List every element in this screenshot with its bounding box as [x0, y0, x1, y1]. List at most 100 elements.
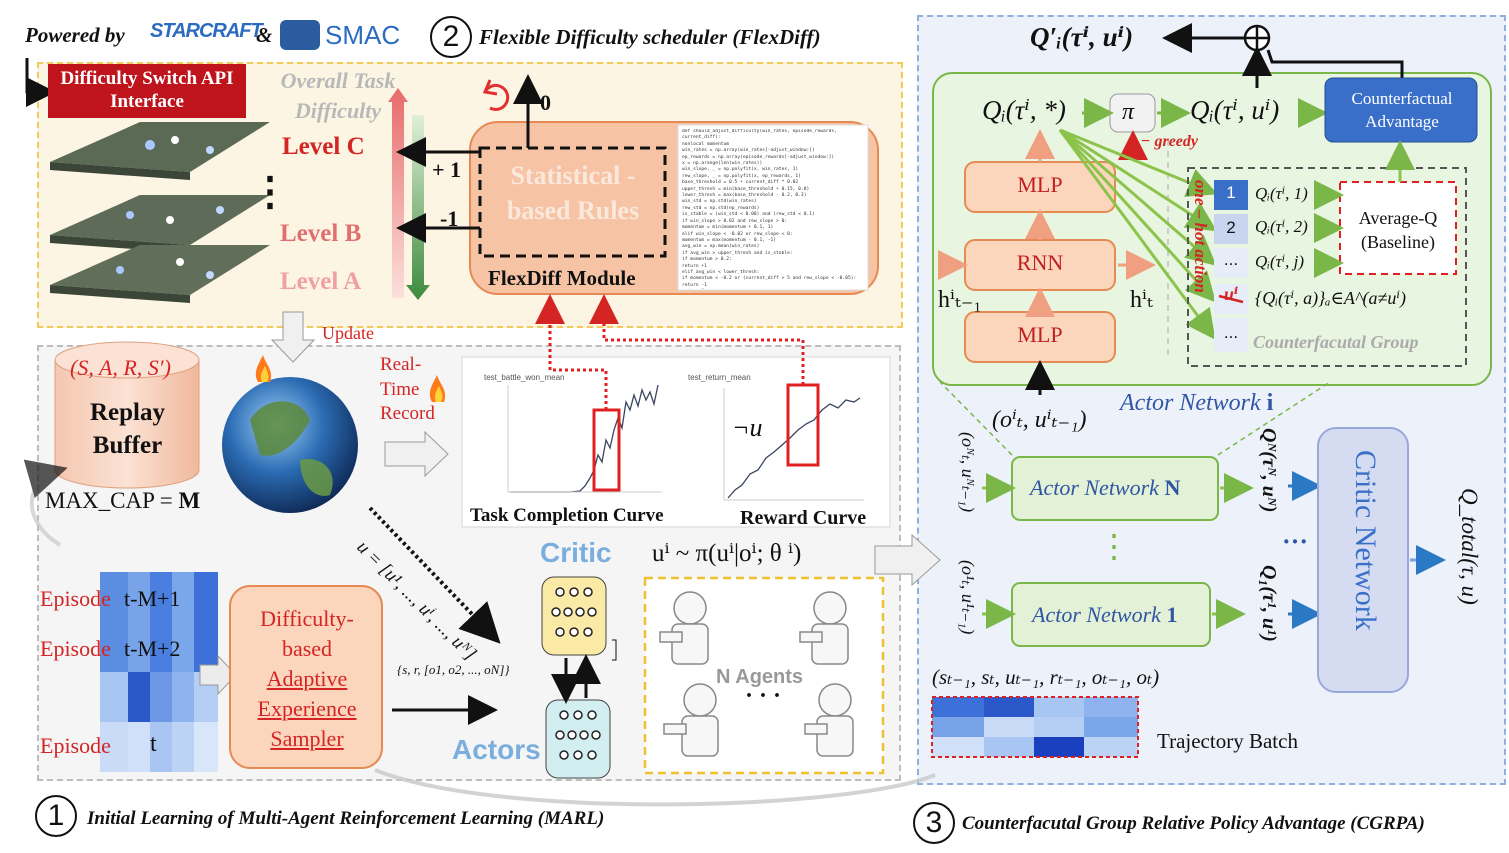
code-line: win_rates = np.array(win_rates[-adjust_w…	[682, 148, 815, 154]
q-action-set: {Qᵢ(τⁱ, a)}ₐ∈A^(a≠uⁱ)	[1255, 288, 1406, 308]
q-tau-star-label: Qᵢ(τⁱ, *)	[982, 95, 1066, 125]
code-title: def should_adjust_difficulty(win_rates, …	[682, 129, 837, 141]
action-index-u: uⁱ	[1223, 284, 1239, 304]
policy-label: uⁱ ~ π(uⁱ|oⁱ; θ ⁱ)	[652, 540, 802, 567]
obs-n-label: (oᴺₜ, uᴺₜ₋₁)	[958, 432, 978, 513]
rnn-box: RNN	[1016, 250, 1064, 275]
chart-1-title: test_battle_won_mean	[484, 373, 565, 382]
counterfactual-advantage-box: Counterfactual Advantage	[1351, 89, 1453, 131]
code-lines: nonlocal momentum win_rates = np.array(w…	[682, 142, 864, 289]
level-b-label: Level B	[280, 220, 362, 247]
actor-network-n-box: Actor Network N	[1030, 475, 1181, 500]
section-2-number: 2	[430, 16, 472, 58]
update-label: Update	[322, 323, 374, 343]
average-q-baseline-box: Average-Q (Baseline)	[1358, 208, 1438, 253]
hidden-cur-label: hⁱₜ	[1130, 287, 1153, 313]
episode-t-value: t	[150, 731, 157, 757]
fire-icon-earth	[255, 355, 272, 382]
map-layer-c	[50, 122, 270, 180]
mlp-bottom-box: MLP	[1017, 322, 1063, 347]
maxcap-label: MAX_CAP = M	[45, 488, 201, 513]
statistical-rules-box: Statistical -based Rules	[506, 161, 640, 226]
pi-label: π	[1122, 99, 1135, 125]
code-line: win_std = np.std(win_rates)	[682, 199, 757, 205]
map-layer-b	[50, 195, 270, 253]
q-prime-output: Q′ᵢ(τⁱ, uⁱ)	[1030, 22, 1134, 52]
task-completion-caption: Task Completion Curve	[470, 505, 664, 526]
trajectory-tuple-label: (sₜ₋₁, sₜ, uₜ₋₁, rₜ₋₁, oₜ₋₁, oₜ)	[932, 665, 1160, 689]
smac-logo: SMAC	[325, 20, 401, 50]
refresh-icon	[482, 79, 510, 111]
realtime-record-label: Real- Time Record	[380, 354, 435, 425]
mlp-top-box: MLP	[1017, 172, 1063, 197]
replay-buffer-label: Replay Buffer	[90, 399, 165, 459]
code-line: x = np.arange(len(win_rates))	[682, 161, 763, 167]
critic-network-box: Critic Network	[1349, 450, 1382, 631]
api-interface-button[interactable]: Difficulty Switch API Interface	[48, 64, 246, 118]
agents-ellipsis: · · ·	[745, 683, 782, 709]
code-line: momentum = min(momentum + 0.1, 1)	[682, 225, 774, 231]
code-line: return +1	[682, 263, 707, 269]
section-3-title: Counterfacutal Group Relative Policy Adv…	[962, 813, 1425, 834]
q-total-output: Q_total(τ, u)	[1457, 488, 1482, 605]
code-line: upper_thresh = min(base_threshold + 0.15…	[682, 186, 810, 192]
reward-curve-caption: Reward Curve	[740, 507, 867, 529]
episode-1-value: t-M+1	[124, 586, 181, 611]
epsilon-greedy-label: ε − greedy	[1130, 133, 1198, 150]
obs-1-label: (o¹ₜ, u¹ₜ₋₁)	[958, 560, 978, 635]
zero-label: 0	[540, 90, 551, 115]
action-index-more: ...	[1223, 323, 1239, 342]
section-1-number: 1	[35, 795, 77, 837]
actor-network-1-box: Actor Network 1	[1032, 602, 1178, 627]
sars-label: (S, A, R, S′)	[70, 355, 171, 380]
episode-heatmap	[100, 572, 218, 772]
actor-input-label: (oⁱₜ, uⁱₜ₋₁)	[992, 407, 1087, 433]
critic-label: Critic	[540, 537, 612, 568]
flexdiff-module-label: FlexDiff Module	[488, 266, 636, 290]
map-layer-a	[50, 245, 270, 303]
q-action-1: Qᵢ(τⁱ, 1)	[1255, 184, 1308, 203]
minus-one-label: -1	[440, 206, 459, 231]
action-index-1: 1	[1226, 183, 1236, 202]
fire-icon-record	[429, 375, 446, 402]
section-3-number: 3	[913, 802, 955, 844]
smac-emblem-icon	[280, 20, 320, 50]
q-outputs-dots: ···	[1282, 527, 1309, 556]
overall-difficulty-label: Overall Task Difficulty	[280, 68, 396, 123]
episode-t-label: Episode	[40, 733, 111, 758]
code-line: ep_rewards = np.array(episode_rewards[-a…	[682, 154, 835, 160]
section-1-title: Initial Learning of Multi-Agent Reinforc…	[87, 808, 605, 829]
level-c-label: Level C	[282, 133, 365, 160]
code-line: win_slope, _ = np.polyfit(x, win_rates, …	[682, 167, 799, 173]
plus-one-label: + 1	[432, 157, 462, 182]
section-2-title: Flexible Difficulty scheduler (FlexDiff)	[479, 25, 821, 49]
code-line: if avg_win > upper_thresh and is_stable:	[682, 250, 793, 256]
trajectory-batch-heatmap	[931, 696, 1139, 758]
code-line: rew_std = np.std(ep_rewards)	[682, 205, 760, 211]
not-u-label: ¬u	[732, 413, 763, 442]
q-action-2: Qᵢ(τⁱ, 2)	[1255, 217, 1308, 236]
episode-2-value: t-M+2	[124, 636, 181, 661]
code-line: elif avg_win < lower_thresh:	[682, 269, 760, 275]
action-index-2: 2	[1226, 218, 1236, 237]
code-line: base_threshold = 0.5 + current_diff * 0.…	[682, 180, 799, 186]
hidden-prev-label: hⁱₜ₋₁	[938, 287, 982, 313]
episode-1-label: Episode	[40, 586, 111, 611]
starcraft-logo: STARCRAFT	[150, 20, 263, 42]
chart-2-title: test_return_mean	[688, 373, 751, 382]
ampersand: &	[256, 23, 273, 47]
code-line: nonlocal momentum	[682, 141, 730, 147]
code-snippet: def should_adjust_difficulty(win_rates, …	[682, 129, 864, 289]
actors-vdots: ⋮	[1098, 528, 1130, 564]
code-line: avg_win = np.mean(win_rates)	[682, 244, 760, 250]
actors-label: Actors	[452, 734, 541, 765]
q-tau-u-label: Qᵢ(τⁱ, uⁱ)	[1190, 95, 1280, 125]
code-line: if momentum > 0.2:	[682, 257, 732, 263]
one-hot-action-label: one – hot action	[1191, 180, 1210, 293]
code-line: rew_slope, _ = np.polyfit(x, ep_rewards,…	[682, 173, 801, 179]
adaptive-sampler-box: Difficulty- based Adaptive Experience Sa…	[257, 606, 357, 751]
q-n-output: Qᴺ(τᴺ, uᴺ)	[1258, 428, 1280, 513]
code-line: lower_thresh = max(base_threshold - 0.2,…	[682, 193, 807, 199]
state-obs-label: {s, r, [o1, o2, ..., oN]}	[397, 662, 510, 677]
